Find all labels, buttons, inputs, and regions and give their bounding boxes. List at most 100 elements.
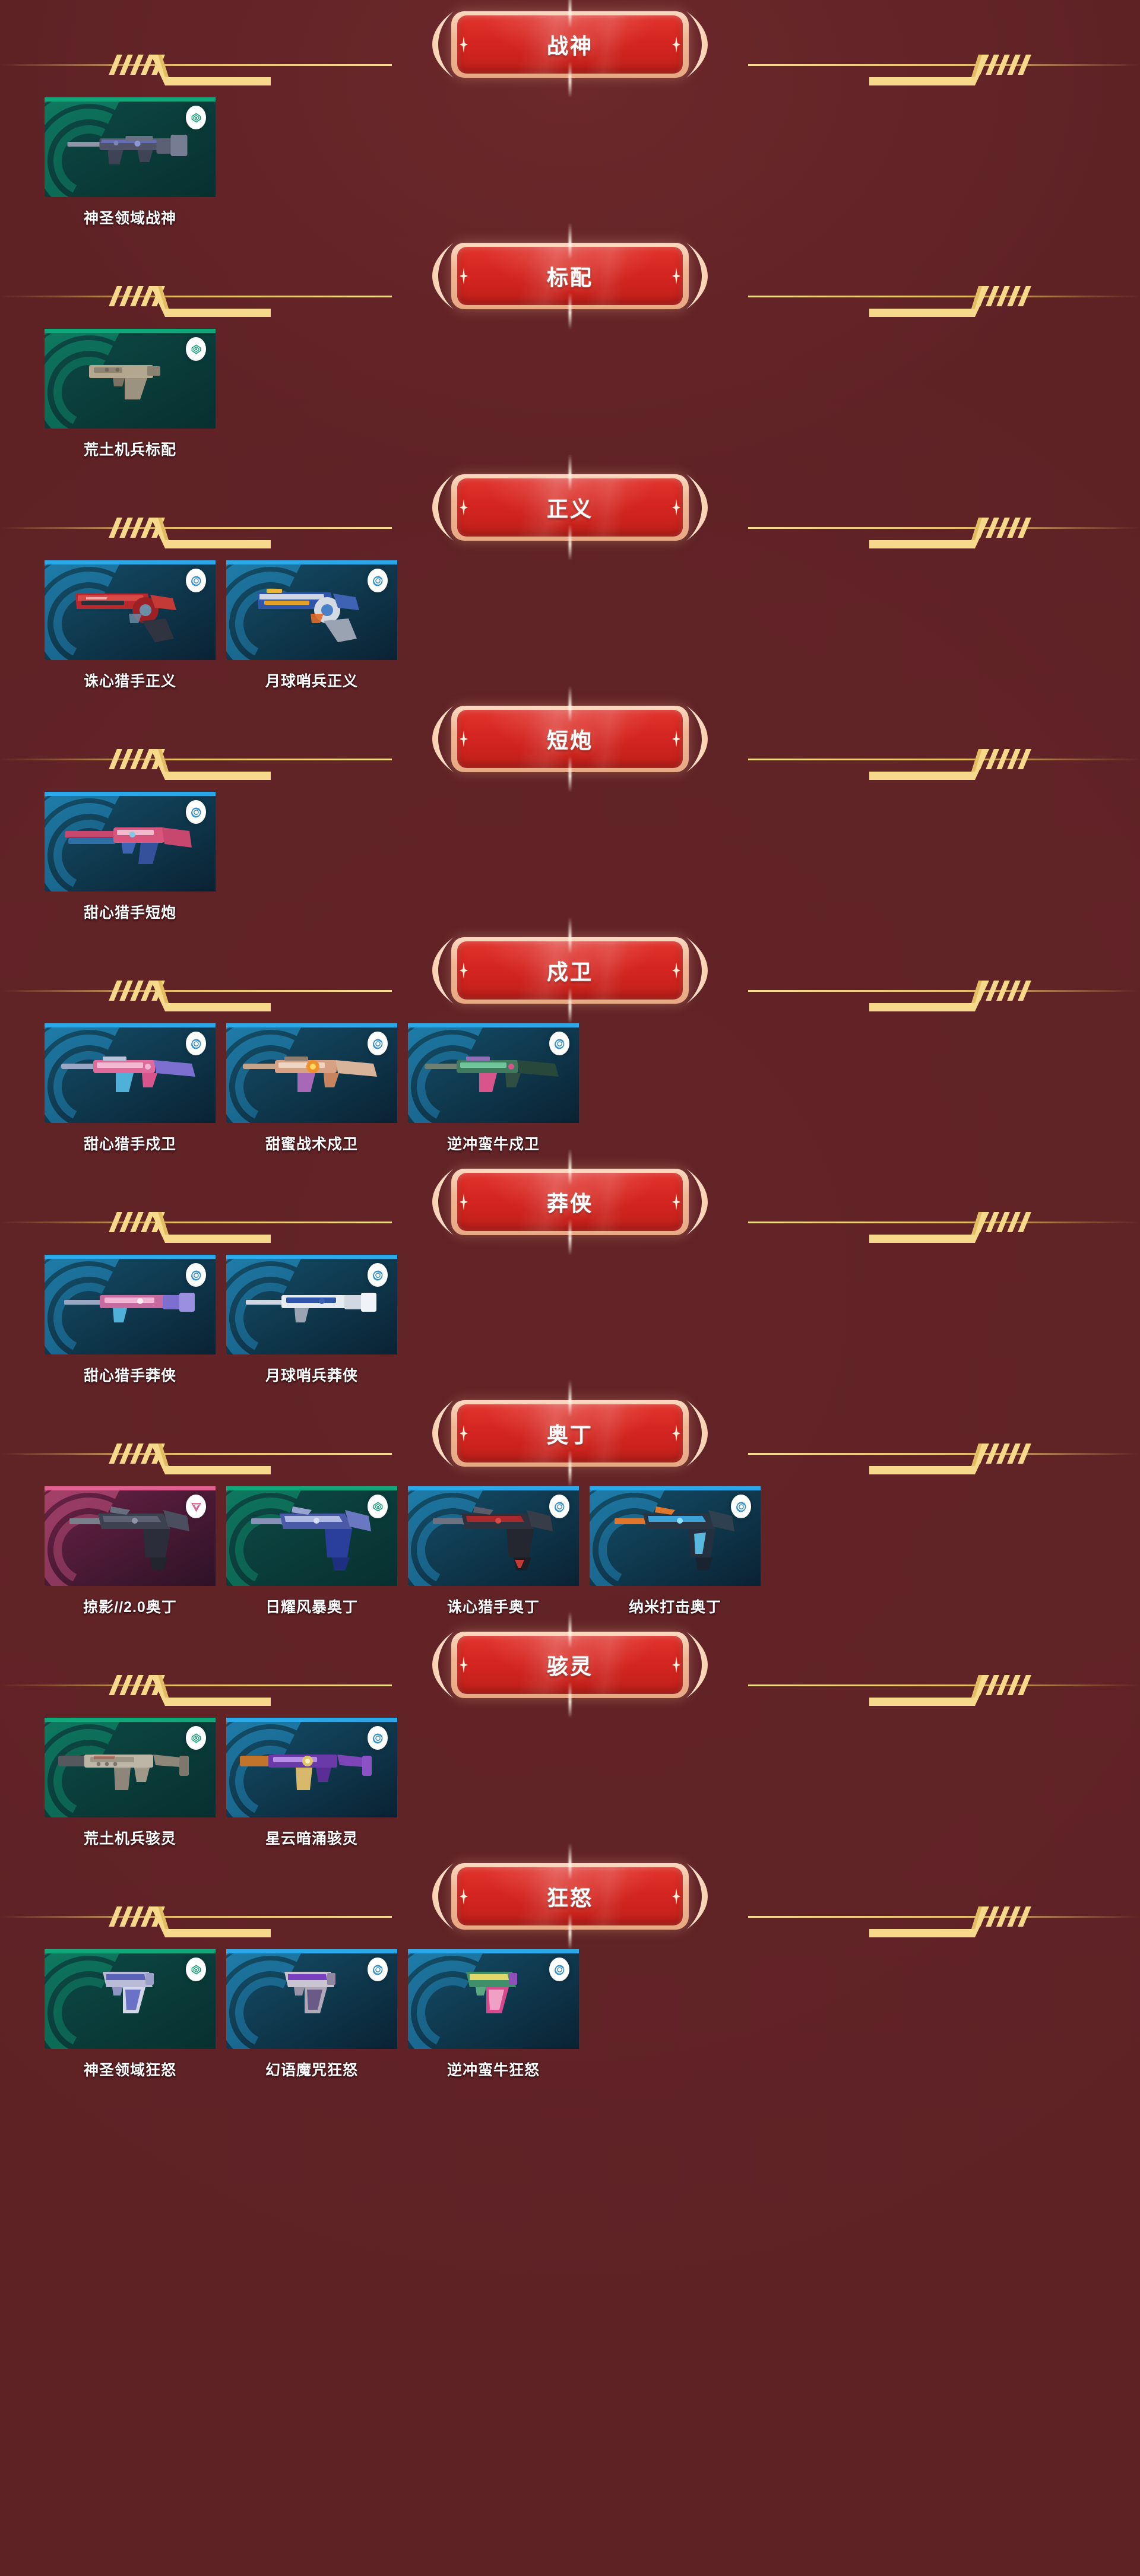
weapon-card[interactable]: 月球哨兵正义 <box>226 560 397 691</box>
weapon-section-guardian: 莽侠 甜心猎手莽侠 <box>0 1149 1140 1389</box>
bracket-right <box>867 55 992 85</box>
weapon-card[interactable]: 逆冲蛮牛狂怒 <box>408 1949 579 2080</box>
weapon-card[interactable]: 幻语魔咒狂怒 <box>226 1949 397 2080</box>
weapon-card[interactable]: 甜蜜战术戍卫 <box>226 1023 397 1154</box>
weapon-card-art-frame[interactable] <box>226 1023 397 1123</box>
weapon-card-art-frame[interactable] <box>226 1255 397 1354</box>
weapon-section-bucky: 短炮 甜心猎手短炮 <box>0 686 1140 926</box>
swirl-circle-icon <box>372 1270 382 1280</box>
section-title-plate: 标配 <box>432 223 708 329</box>
section-banner: 莽侠 <box>0 1149 1140 1255</box>
weapon-card[interactable]: 甜心猎手短炮 <box>45 792 216 922</box>
weapon-card-art-frame[interactable] <box>45 1255 216 1354</box>
light-flare-bottom <box>568 1450 572 1487</box>
section-banner: 短炮 <box>0 686 1140 792</box>
section-title: 奥丁 <box>546 1423 593 1447</box>
weapon-card[interactable]: 诛心猎手奥丁 <box>408 1486 579 1617</box>
section-title: 戍卫 <box>546 960 593 984</box>
plate-wing-right <box>685 1165 712 1239</box>
weapon-card[interactable]: 纳米打击奥丁 <box>590 1486 761 1617</box>
plate-wing-right <box>685 702 712 776</box>
plate-wing-icon <box>686 706 708 772</box>
weapon-section-stinger: 骇灵 <box>0 1611 1140 1852</box>
weapon-card[interactable]: 甜心猎手莽侠 <box>45 1255 216 1385</box>
weapon-section-classic: 标配 荒土机兵标配 <box>0 223 1140 463</box>
gold-bracket-icon <box>151 1212 271 1243</box>
weapon-card[interactable]: 神圣领域战神 <box>45 97 216 228</box>
rarity-badge <box>368 1958 388 1981</box>
plate-wing-icon <box>686 937 708 1004</box>
rarity-bar <box>408 1023 579 1027</box>
bracket-right <box>867 518 992 548</box>
hex-eye-icon <box>191 1733 201 1743</box>
gold-bracket-icon <box>869 1675 989 1706</box>
bracket-left <box>148 981 273 1011</box>
weapon-name-label: 诛心猎手正义 <box>83 673 176 690</box>
gold-bracket-icon <box>151 1675 271 1706</box>
weapon-card-art-frame[interactable] <box>45 560 216 660</box>
plate-wing-right <box>685 471 712 544</box>
plate-wing-right <box>685 934 712 1007</box>
weapon-name-label: 荒土机兵骇灵 <box>83 1831 176 1847</box>
section-body: 甜心猎手短炮 <box>0 783 1140 926</box>
rarity-bar <box>226 1949 397 1953</box>
rarity-badge <box>368 1032 388 1055</box>
plate-wing-icon <box>686 474 708 541</box>
gold-bracket-icon <box>869 1212 989 1243</box>
weapon-card[interactable]: 逆冲蛮牛戍卫 <box>408 1023 579 1154</box>
weapon-name-label: 纳米打击奥丁 <box>628 1599 721 1616</box>
weapon-card-art-frame[interactable] <box>45 329 216 429</box>
weapon-image <box>69 1506 189 1571</box>
weapon-card[interactable]: 荒土机兵标配 <box>45 329 216 459</box>
swirl-circle-icon <box>372 576 382 586</box>
weapon-name-label: 神圣领域战神 <box>83 210 176 227</box>
weapon-card-art-frame[interactable] <box>45 1486 216 1586</box>
swirl-circle-icon <box>736 1502 746 1512</box>
section-title: 正义 <box>546 497 593 521</box>
section-title: 狂怒 <box>546 1886 593 1910</box>
weapon-name-label: 荒土机兵标配 <box>83 442 176 458</box>
weapon-card-art-frame[interactable] <box>45 1949 216 2049</box>
section-title-plate: 短炮 <box>432 686 708 792</box>
weapon-card[interactable]: 掠影//2.0奥丁 <box>45 1486 216 1617</box>
weapon-card-art-frame[interactable] <box>590 1486 761 1586</box>
bracket-right <box>867 1906 992 1937</box>
swirl-circle-icon <box>191 1039 201 1049</box>
weapon-card-art-frame[interactable] <box>408 1949 579 2049</box>
section-body: 甜心猎手莽侠 月球哨兵莽侠 <box>0 1246 1140 1389</box>
rarity-badge <box>186 106 206 129</box>
weapon-card[interactable]: 神圣领域狂怒 <box>45 1949 216 2080</box>
weapon-card[interactable]: 诛心猎手正义 <box>45 560 216 691</box>
weapon-card-art-frame[interactable] <box>226 1486 397 1586</box>
weapon-card-art-frame[interactable] <box>45 1718 216 1817</box>
light-flare-bottom <box>568 61 572 98</box>
light-flare-bottom <box>568 756 572 792</box>
weapon-card-grid: 神圣领域狂怒 幻语魔咒狂怒 <box>0 1949 1140 2080</box>
weapon-card-art-frame[interactable] <box>408 1486 579 1586</box>
rarity-bar <box>45 1486 216 1490</box>
weapon-card[interactable]: 荒土机兵骇灵 <box>45 1718 216 1848</box>
weapon-card[interactable]: 甜心猎手戍卫 <box>45 1023 216 1154</box>
swirl-circle-icon <box>372 1039 382 1049</box>
weapon-card[interactable]: 月球哨兵莽侠 <box>226 1255 397 1385</box>
bracket-left <box>148 286 273 317</box>
weapon-card-art-frame[interactable] <box>226 560 397 660</box>
weapon-section-spectre: 戍卫 甜心猎手戍卫 <box>0 917 1140 1157</box>
weapon-name-label: 星云暗涌骇灵 <box>265 1831 358 1847</box>
weapon-card-art-frame[interactable] <box>226 1718 397 1817</box>
weapon-image <box>89 365 160 399</box>
weapon-card-art-frame[interactable] <box>408 1023 579 1123</box>
light-flare-top <box>568 223 572 259</box>
gold-bracket-icon <box>869 518 989 548</box>
weapon-card-art-frame[interactable] <box>45 792 216 892</box>
weapon-card[interactable]: 日耀风暴奥丁 <box>226 1486 397 1617</box>
swirl-circle-icon <box>554 1502 564 1512</box>
weapon-skin-catalog: 战神 神 <box>0 0 1140 2080</box>
section-banner: 正义 <box>0 454 1140 561</box>
section-banner: 狂怒 <box>0 1843 1140 1950</box>
weapon-card-art-frame[interactable] <box>45 97 216 197</box>
weapon-image <box>67 135 188 164</box>
weapon-card-art-frame[interactable] <box>226 1949 397 2049</box>
weapon-card-art-frame[interactable] <box>45 1023 216 1123</box>
weapon-card[interactable]: 星云暗涌骇灵 <box>226 1718 397 1848</box>
